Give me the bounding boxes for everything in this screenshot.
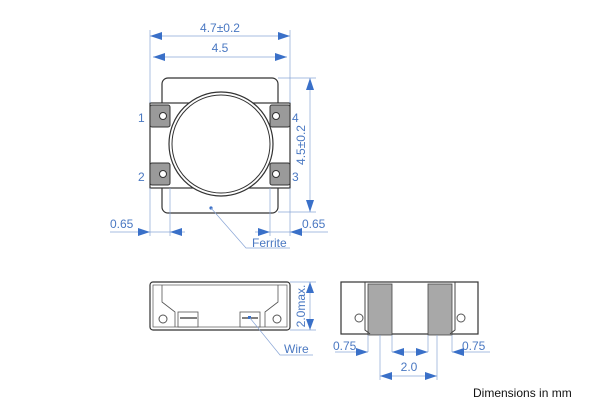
- pin-label-1: 1: [138, 111, 145, 125]
- width-dim-label: 4.7±0.2: [200, 21, 240, 35]
- side-height-dim-label: 2.0max.: [294, 285, 308, 328]
- right-offset-dim-label: 0.65: [302, 217, 326, 231]
- ferrite-label: Ferrite: [252, 236, 287, 250]
- center-dim-label: 2.0: [401, 360, 418, 374]
- right-lead-dim-label: 0.75: [462, 339, 486, 353]
- pin-label-4: 4: [292, 111, 299, 125]
- end-view: 0.75 0.75 2.0: [333, 281, 490, 380]
- pin-label-3: 3: [292, 170, 299, 184]
- terminal-1: [149, 104, 171, 128]
- left-offset-dim-label: 0.65: [110, 217, 134, 231]
- units-note: Dimensions in mm: [473, 386, 572, 400]
- side-view: Wire 2.0max.: [149, 281, 316, 356]
- wire-label: Wire: [284, 342, 309, 356]
- pin-label-2: 2: [138, 170, 145, 184]
- left-lead-dim-label: 0.75: [333, 339, 357, 353]
- end-terminal-right: [427, 283, 453, 336]
- end-terminal-left: [367, 283, 393, 336]
- wire-marker: [248, 316, 251, 319]
- height-dim-label: 4.5±0.2: [294, 125, 308, 165]
- terminal-2: [149, 162, 171, 186]
- core-circle-inner: [171, 94, 271, 194]
- terminal-4: [269, 104, 291, 128]
- top-view: 1 2 3 4 4.7±0.2 4.5 4.5±0.2 0.65 0.65 Fe…: [110, 21, 328, 250]
- inner-width-dim-label: 4.5: [212, 41, 229, 55]
- terminal-3: [269, 162, 291, 186]
